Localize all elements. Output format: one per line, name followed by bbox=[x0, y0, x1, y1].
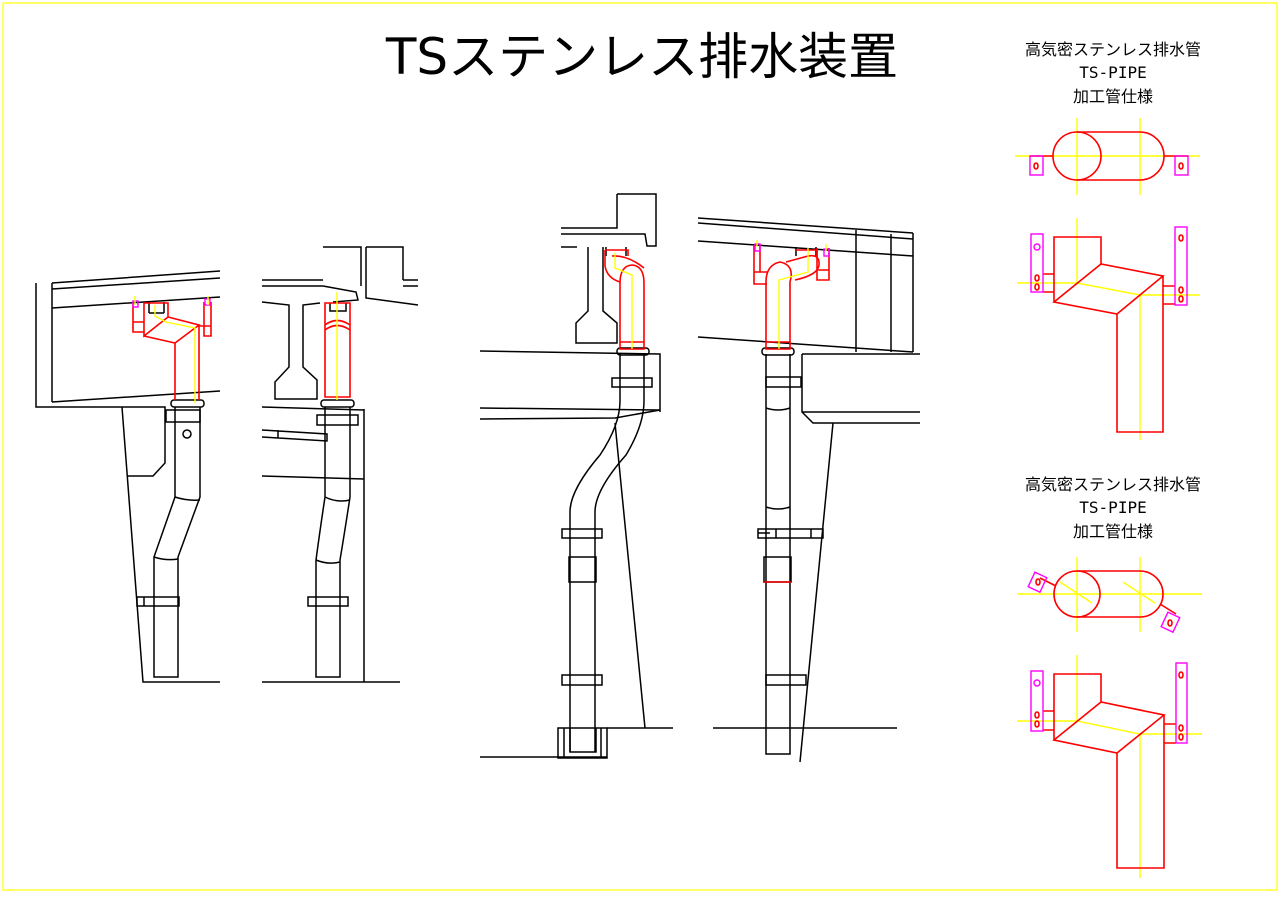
iso-view-1 bbox=[1017, 218, 1200, 440]
spec-block-1: 高気密ステンレス排水管 TS-PIPE 加工管仕様 bbox=[1025, 40, 1201, 106]
spec-subtitle: 加工管仕様 bbox=[1073, 522, 1153, 541]
elevation-view-4 bbox=[697, 217, 920, 763]
spec-block-2: 高気密ステンレス排水管 TS-PIPE 加工管仕様 bbox=[1025, 475, 1201, 541]
spec-product: TS-PIPE bbox=[1079, 498, 1146, 517]
drawing-title: TSステンレス排水装置 bbox=[385, 28, 898, 86]
elevation-view-3 bbox=[479, 193, 673, 759]
drawing-frame bbox=[2, 2, 1278, 891]
spec-product: TS-PIPE bbox=[1079, 63, 1146, 82]
iso-view-2 bbox=[1017, 655, 1202, 878]
elevation-view-2 bbox=[261, 246, 419, 683]
spec-title: 高気密ステンレス排水管 bbox=[1025, 40, 1201, 59]
elevation-view-1 bbox=[35, 270, 221, 683]
plan-view-2 bbox=[1017, 557, 1202, 634]
spec-subtitle: 加工管仕様 bbox=[1073, 87, 1153, 106]
spec-title: 高気密ステンレス排水管 bbox=[1025, 475, 1201, 494]
plan-view-1 bbox=[1015, 118, 1200, 195]
